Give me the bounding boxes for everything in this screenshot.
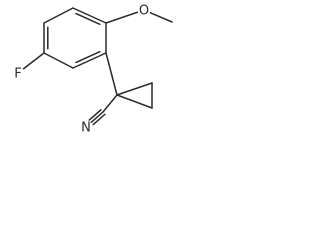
bond-c2-c3 bbox=[43, 7, 74, 24]
nitrile-nitrogen-label: N bbox=[81, 121, 91, 136]
bond-cn-n-b bbox=[92, 113, 106, 126]
fluorine-label: F bbox=[14, 67, 21, 82]
bond-c5-c6-inner bbox=[75, 50, 101, 64]
bond-c6-cq bbox=[105, 52, 118, 96]
methoxy-oxygen-label: O bbox=[139, 4, 149, 19]
bond-c1-c2 bbox=[72, 7, 107, 24]
bond-c5-c6 bbox=[72, 52, 107, 69]
bond-c4-c5 bbox=[43, 52, 74, 69]
bond-c1-c2-inner bbox=[75, 12, 101, 26]
molecule-structure-diagram: O F N bbox=[14, 4, 173, 136]
bond-c4-f bbox=[22, 52, 45, 70]
bond-cn-n-a bbox=[88, 109, 102, 121]
bond-o-ch3 bbox=[149, 12, 173, 23]
bond-layer bbox=[22, 7, 173, 126]
bond-cq-cn bbox=[102, 94, 118, 113]
bond-cq-ca bbox=[116, 82, 153, 96]
bond-cb-cq bbox=[116, 94, 153, 109]
bond-c1-o bbox=[105, 11, 139, 24]
atom-label-layer: O F N bbox=[14, 4, 149, 136]
bond-cn-n bbox=[90, 111, 104, 124]
